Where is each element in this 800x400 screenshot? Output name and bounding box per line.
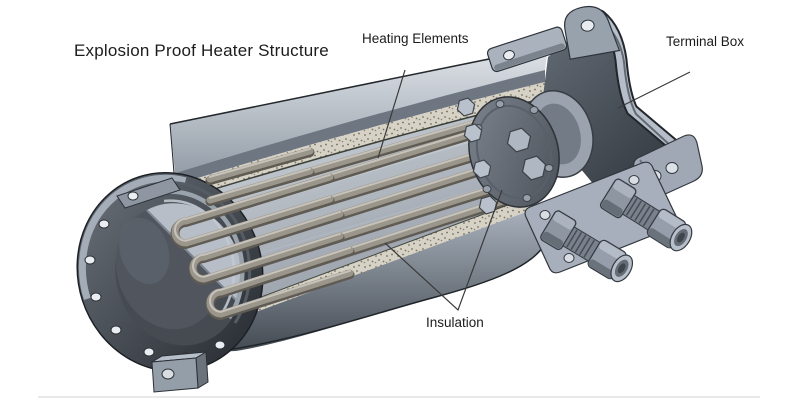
element-end-nuts bbox=[456, 97, 547, 215]
mounting-foot bbox=[151, 351, 209, 393]
insulation-band-top bbox=[175, 82, 545, 201]
leader-insulation bbox=[384, 189, 503, 312]
leader-terminal-box bbox=[617, 71, 691, 109]
label-heating-elements: Heating Elements bbox=[362, 31, 469, 46]
lifting-lug bbox=[563, 5, 621, 60]
photo-edge-strip bbox=[38, 396, 760, 398]
diagram-title: Explosion Proof Heater Structure bbox=[74, 41, 329, 60]
label-insulation: Insulation bbox=[426, 315, 484, 330]
tube-sheet-flange bbox=[456, 90, 594, 215]
terminal-box-assembly bbox=[486, 5, 703, 289]
lifting-lug bbox=[486, 26, 568, 73]
leader-heating-elements bbox=[377, 69, 406, 159]
label-terminal-box: Terminal Box bbox=[666, 34, 745, 49]
shell-top-cut-band bbox=[169, 46, 549, 202]
leader-lines bbox=[377, 69, 691, 312]
